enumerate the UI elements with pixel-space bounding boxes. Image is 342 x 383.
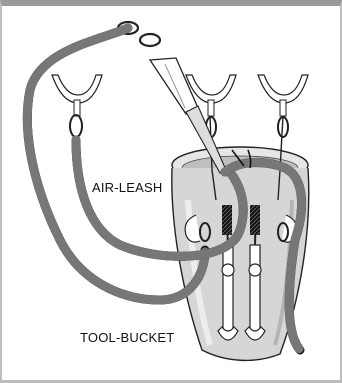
y-hook-icon xyxy=(258,75,308,116)
air-leash-label: AIR-LEASH xyxy=(92,180,162,195)
y-hook-icon xyxy=(52,75,102,116)
tool-bucket-label: TOOL-BUCKET xyxy=(80,330,174,345)
